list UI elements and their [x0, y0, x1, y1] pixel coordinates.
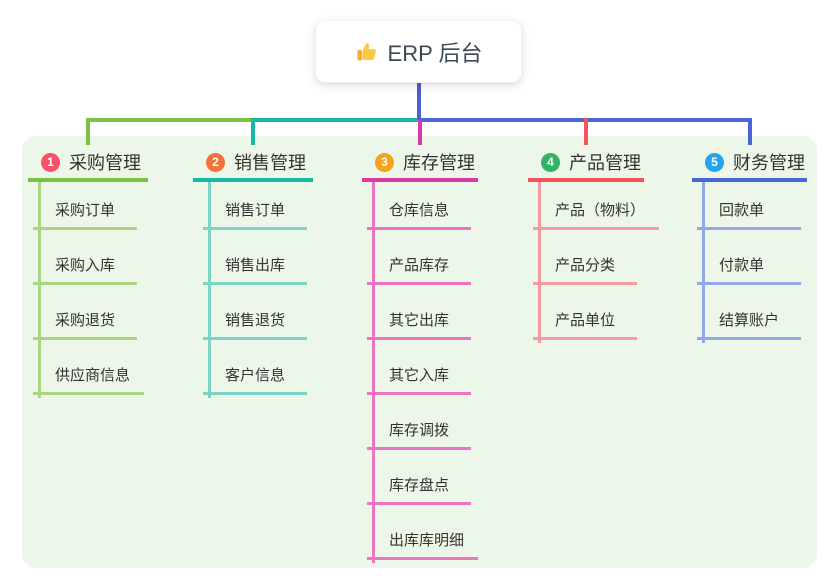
child-node[interactable]: 销售出库 [203, 251, 307, 285]
child-node[interactable]: 仓库信息 [367, 196, 471, 230]
branch-node-3[interactable]: 3 库存管理 [362, 146, 478, 182]
connector-drop-branch1 [86, 118, 90, 145]
child-node[interactable]: 其它出库 [367, 306, 471, 340]
child-node[interactable]: 产品（物料） [533, 196, 660, 230]
child-node[interactable]: 产品单位 [533, 306, 637, 340]
branch-label: 财务管理 [733, 153, 805, 173]
connector-root-vertical [417, 83, 421, 120]
thumbs-up-icon [355, 40, 379, 64]
branch-node-2[interactable]: 2 销售管理 [193, 146, 313, 182]
branch-node-4[interactable]: 4 产品管理 [528, 146, 644, 182]
connector-h-branch1 [86, 118, 251, 122]
branch-rail-5 [702, 182, 705, 343]
child-node[interactable]: 采购订单 [33, 196, 137, 230]
branch-badge-4: 4 [541, 152, 560, 172]
root-node[interactable]: ERP 后台 [315, 20, 522, 83]
branch-label: 库存管理 [403, 153, 475, 173]
connector-drop-branch2 [251, 118, 255, 145]
branch-rail-4 [538, 182, 541, 343]
branch-label: 产品管理 [569, 153, 641, 173]
child-node[interactable]: 采购退货 [33, 306, 137, 340]
branch-badge-3: 3 [375, 152, 394, 172]
child-node[interactable]: 采购入库 [33, 251, 137, 285]
child-node[interactable]: 库存盘点 [367, 471, 471, 505]
branch-node-5[interactable]: 5 财务管理 [692, 146, 807, 182]
child-node[interactable]: 销售退货 [203, 306, 307, 340]
branch-rail-2 [208, 182, 211, 398]
child-node[interactable]: 付款单 [697, 251, 801, 285]
branch-node-1[interactable]: 1 采购管理 [28, 146, 148, 182]
child-node[interactable]: 回款单 [697, 196, 801, 230]
branch-label: 销售管理 [234, 153, 306, 173]
connector-drop-branch3 [418, 118, 422, 145]
child-node[interactable]: 供应商信息 [33, 361, 145, 395]
child-node[interactable]: 产品分类 [533, 251, 637, 285]
branch-badge-1: 1 [41, 152, 60, 172]
child-node[interactable]: 产品库存 [367, 251, 471, 285]
child-node[interactable]: 库存调拨 [367, 416, 471, 450]
child-node[interactable]: 销售订单 [203, 196, 307, 230]
connector-drop-branch5 [748, 118, 752, 145]
branch-label: 采购管理 [69, 153, 141, 173]
branch-badge-5: 5 [705, 152, 724, 172]
connector-drop-branch4 [584, 118, 588, 145]
child-node[interactable]: 出库库明细 [367, 526, 479, 560]
connector-h-branch2 [251, 118, 418, 122]
child-node[interactable]: 其它入库 [367, 361, 471, 395]
branch-rail-3 [372, 182, 375, 563]
branch-badge-2: 2 [206, 152, 225, 172]
child-node[interactable]: 结算账户 [697, 306, 801, 340]
branch-rail-1 [38, 182, 41, 398]
child-node[interactable]: 客户信息 [203, 361, 307, 395]
root-title: ERP 后台 [387, 40, 483, 66]
boundary-panel [22, 136, 817, 568]
